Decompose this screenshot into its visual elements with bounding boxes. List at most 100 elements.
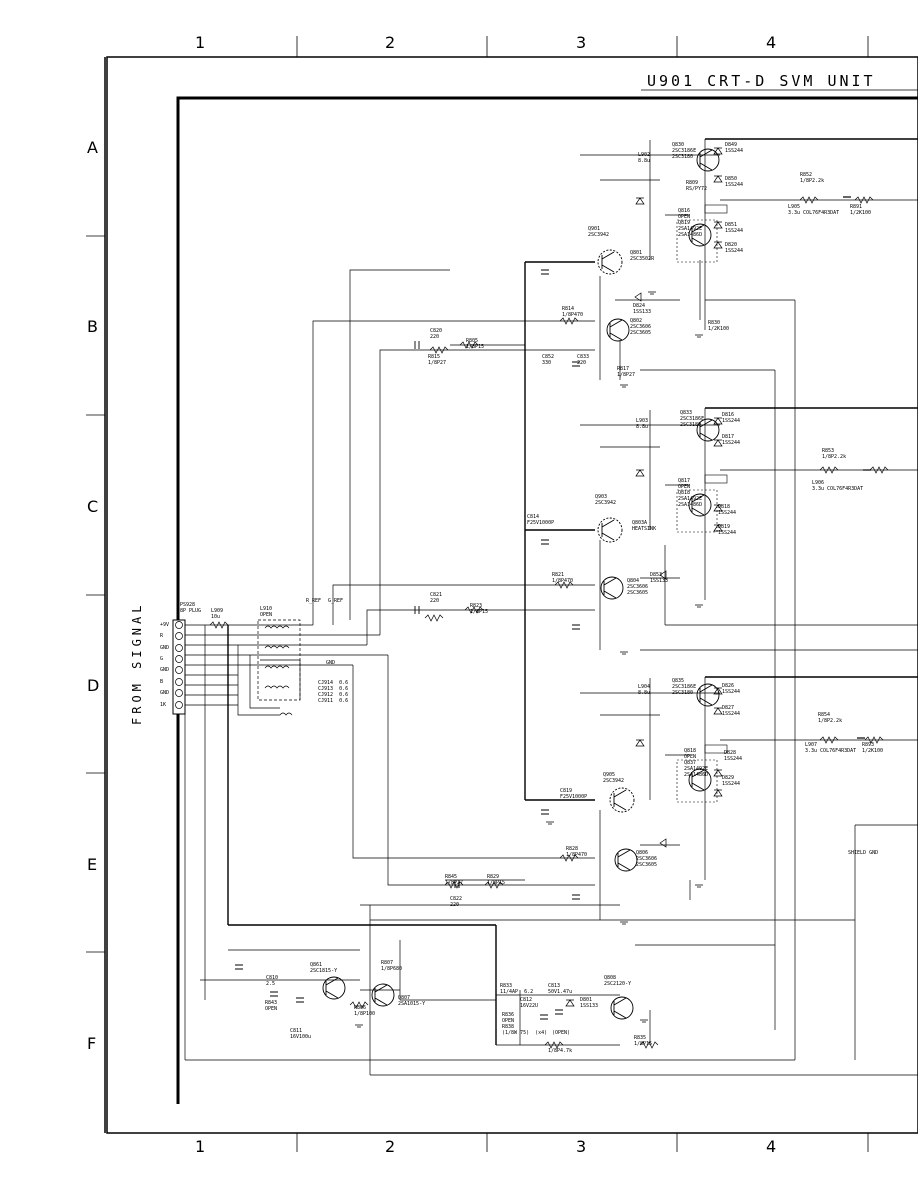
- connector-ref: PS928: [180, 602, 196, 608]
- column-label-1-bottom: 1: [195, 1137, 206, 1156]
- net-label-g-ref: G_REF: [328, 598, 344, 604]
- l910-label: L910 OPEN: [260, 606, 273, 618]
- d816-label: D816 1SS244: [722, 412, 741, 424]
- column-label-4-bottom: 4: [766, 1137, 777, 1156]
- pin-label-5: GND: [160, 667, 170, 673]
- d850-label: D850 1SS244: [725, 176, 744, 188]
- d829-label: D829 1SS244: [722, 775, 741, 787]
- row-label-c: C: [87, 497, 99, 516]
- q817-label: Q817 OPEN Q818 2SA1492E 2SA1486D: [678, 478, 703, 508]
- row-label-b: B: [87, 317, 98, 336]
- q816-label: Q816 OPEN Q819 2SA1492E 2SA1486D: [678, 208, 703, 238]
- column-label-4-top: 4: [766, 33, 777, 52]
- r835-label: R835 1/8P15: [634, 1035, 653, 1047]
- l905-label: L905 3.3u COL76F4R3DAT: [788, 204, 840, 216]
- d817-label: D817 1SS244: [722, 434, 741, 446]
- d828-label: D828 1SS244: [724, 750, 743, 762]
- r829-label: R829 1/8P15: [487, 874, 506, 886]
- c810-label: C810 2.5: [266, 975, 279, 987]
- c820-label: C820 220: [430, 328, 443, 340]
- l902-label: L902 8.8u: [638, 152, 651, 164]
- pin-label-7: GND: [160, 690, 170, 696]
- r845-label: R845 1/8P27: [445, 874, 464, 886]
- shield-gnd-label: SHIELD GND: [848, 850, 879, 856]
- r891-label: R891 1/2K100: [850, 204, 872, 216]
- r821-label: R821 1/8P470: [552, 572, 574, 584]
- r843-label: R843 OPEN: [265, 1000, 278, 1012]
- r838-label: R838 (1/8W 75) (x4): [502, 1024, 548, 1036]
- q801-label: Q801 2SC3502R: [630, 250, 655, 262]
- r-open-label: (OPEN): [552, 1030, 571, 1036]
- pin-label-4: G: [160, 656, 164, 662]
- page-title: U901 CRT-D SVM UNIT: [647, 72, 876, 90]
- q803-label: Q803A HEATSINK: [632, 520, 657, 532]
- resistors: [209, 196, 889, 1049]
- c833-label: C833 220: [577, 354, 590, 366]
- r893-label: R893 1/2K100: [862, 742, 884, 754]
- column-label-2-top: 2: [385, 33, 396, 52]
- r805-label: R805 1/8P15: [466, 338, 485, 350]
- d824-label: D824 1SS133: [633, 303, 652, 315]
- d826-label: D826 1SS244: [722, 683, 741, 695]
- r833-label: R833 11/4AP 6.2: [500, 983, 534, 995]
- c852-label: C852 330: [542, 354, 555, 366]
- connector-type: 8P PLUG: [180, 608, 202, 614]
- d849-label: D849 1SS244: [725, 142, 744, 154]
- q804-label: Q804 2SC3606 2SC3605: [627, 578, 649, 596]
- column-label-3-bottom: 3: [576, 1137, 587, 1156]
- unit-outline: [176, 96, 918, 1104]
- column-label-2-bottom: 2: [385, 1137, 396, 1156]
- r814-label: R814 1/8P470: [562, 306, 584, 318]
- c811-label: C811 16V100u: [290, 1028, 312, 1040]
- q835-label: Q835 2SC3186E 2SC3180: [672, 678, 697, 696]
- q818-label: Q818 OPEN Q837 2SA1492E 2SA1486D: [684, 748, 709, 778]
- r806-label: R806 1/8P100: [354, 1005, 376, 1017]
- side-label-from-signal: FROM SIGNAL: [130, 601, 144, 725]
- q861-label: Q861 2SC1815-Y: [310, 962, 338, 974]
- pin-label-2: R: [160, 633, 164, 639]
- l904-label: L904 8.8u: [638, 684, 651, 696]
- net-label-gnd: GND: [326, 660, 336, 666]
- r807-label: R807 1/8P680: [381, 960, 403, 972]
- c819-label: C819 F25V1000P: [560, 788, 588, 800]
- r830-label: R830 1/2K100: [708, 320, 730, 332]
- capacitors: [235, 269, 580, 1020]
- row-label-f: F: [87, 1034, 97, 1053]
- q806-label: Q806 2SC3606 2SC3605: [636, 850, 658, 868]
- pin-label-6: B: [160, 679, 164, 685]
- q802-label: Q802 2SC3606 2SC3605: [630, 318, 652, 336]
- l909-label: L909 10u: [211, 608, 224, 620]
- diodes: [565, 147, 723, 1007]
- r852-label: R852 1/8P2.2k: [800, 172, 825, 184]
- row-label-d: D: [87, 676, 100, 695]
- r-bottom-label: 1/8P4.7k: [548, 1048, 573, 1054]
- q833-label: Q833 2SC3186E 2SC3180: [680, 410, 705, 428]
- cj-jumpers-label: CJ914 0.6 CJ913 0.6 CJ912 0.6 CJ911 0.6: [318, 680, 349, 704]
- r815-label: R815 1/8P27: [428, 354, 447, 366]
- r836-label: R836 OPEN: [502, 1012, 515, 1024]
- c813-label: C813 50V1.47u: [548, 983, 573, 995]
- c814-label: C814 F25V1000P: [527, 514, 555, 526]
- d827-label: D827 1SS244: [722, 705, 741, 717]
- d801-label: D801 1SS133: [580, 997, 599, 1009]
- q807-label: Q807 2SA1015-Y: [398, 995, 426, 1007]
- row-label-a: A: [87, 138, 98, 157]
- q905-label: Q905 2SC3942: [603, 772, 625, 784]
- c821-label: C821 220: [430, 592, 443, 604]
- d819-label: D819 1SS244: [718, 524, 737, 536]
- net-label-r-ref: R_REF: [306, 598, 322, 604]
- r823-label: R823 1/8P15: [470, 603, 489, 615]
- d820-label: D820 1SS244: [725, 242, 744, 254]
- r809-label: R809 RS/PY72: [686, 180, 708, 192]
- d853-label: D853 1SS133: [650, 572, 669, 584]
- q901-label: Q901 2SC3942: [588, 226, 610, 238]
- l903-label: L903 8.8u: [636, 418, 649, 430]
- d851-label: D851 1SS244: [725, 222, 744, 234]
- r853-label: R853 1/8P2.2k: [822, 448, 847, 460]
- bus-lines: [227, 138, 918, 1045]
- r828-label: R828 1/8P470: [566, 846, 588, 858]
- c812-label: C812 16V22U: [520, 997, 539, 1009]
- row-label-e: E: [87, 855, 98, 874]
- grid-ticks: [86, 36, 869, 1152]
